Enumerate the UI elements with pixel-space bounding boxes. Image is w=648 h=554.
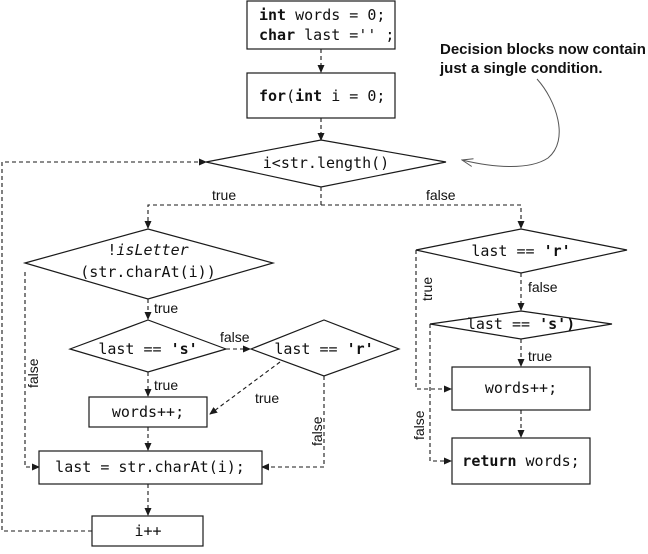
node-assign-last: last = str.charAt(i); bbox=[38, 450, 263, 485]
label-s-left-true: true bbox=[154, 377, 178, 393]
is-letter-line-2: (str.charAt(i)) bbox=[80, 263, 215, 281]
node-i-inc: i++ bbox=[91, 515, 204, 547]
label-letter-true: true bbox=[154, 300, 178, 316]
label-s-left-false: false bbox=[220, 329, 250, 345]
last-s-right-text: last == 's') bbox=[467, 315, 575, 333]
init-line-1: int words = 0; bbox=[259, 6, 385, 24]
label-r-right-false: false bbox=[528, 279, 558, 295]
node-return-words: return words; bbox=[451, 437, 591, 485]
last-s-left-text: last == 's' bbox=[98, 340, 197, 358]
decision-last-r-right: last == 'r' bbox=[415, 228, 628, 274]
i-inc-text: i++ bbox=[134, 522, 161, 540]
for-init-text: for(int i = 0; bbox=[259, 87, 385, 105]
edge-r-mid-false bbox=[261, 376, 325, 471]
words-inc-right-text: words++; bbox=[485, 379, 557, 397]
decision-loop-condition: i<str.length() bbox=[205, 139, 447, 188]
edge-loop-true bbox=[144, 187, 322, 229]
return-words-text: return words; bbox=[462, 452, 579, 470]
edge-loop-false bbox=[321, 204, 525, 229]
label-r-right-true: true bbox=[419, 277, 435, 301]
loop-condition-text: i<str.length() bbox=[263, 154, 389, 172]
decision-last-r-mid: last == 'r' bbox=[249, 319, 401, 377]
edge-s-right-false bbox=[429, 324, 452, 465]
decision-last-s-left: last == 's' bbox=[68, 319, 228, 373]
label-loop-false: false bbox=[426, 187, 456, 203]
node-for-init: for(int i = 0; bbox=[246, 72, 396, 119]
label-loop-true: true bbox=[212, 187, 236, 203]
words-inc-left-text: words++; bbox=[112, 403, 184, 421]
node-words-inc-right: words++; bbox=[451, 366, 591, 411]
assign-last-text: last = str.charAt(i); bbox=[55, 458, 245, 476]
connectors bbox=[1, 49, 560, 532]
annotation-pointer bbox=[462, 78, 560, 167]
edge-r-mid-true bbox=[209, 361, 281, 415]
label-letter-false: false bbox=[25, 358, 41, 388]
is-letter-line-1: !isLetter bbox=[107, 241, 188, 259]
init-line-2: char last ='' ; bbox=[259, 26, 394, 44]
node-words-inc-left: words++; bbox=[88, 396, 208, 428]
label-s-right-true: true bbox=[528, 348, 552, 364]
label-r-mid-false: false bbox=[309, 416, 325, 446]
node-init: int words = 0; char last ='' ; bbox=[246, 0, 396, 50]
annotation-note: Decision blocks now contain just a singl… bbox=[439, 41, 646, 77]
edge-r-right-true bbox=[415, 250, 452, 393]
decision-last-s-right: last == 's') bbox=[429, 310, 613, 340]
edge-letter-false bbox=[24, 272, 40, 471]
label-s-right-false: false bbox=[411, 410, 427, 440]
last-r-right-text: last == 'r' bbox=[471, 242, 570, 260]
label-r-mid-true: true bbox=[255, 390, 279, 406]
last-r-mid-text: last == 'r' bbox=[274, 340, 373, 358]
annotation-line-1: Decision blocks now contain bbox=[440, 41, 646, 58]
annotation-line-2: just a single condition. bbox=[439, 60, 603, 77]
decision-is-letter: !isLetter (str.charAt(i)) bbox=[22, 228, 276, 300]
edge-labels: true false true false true false true fa… bbox=[25, 187, 558, 446]
edge-loop-back bbox=[1, 158, 207, 532]
